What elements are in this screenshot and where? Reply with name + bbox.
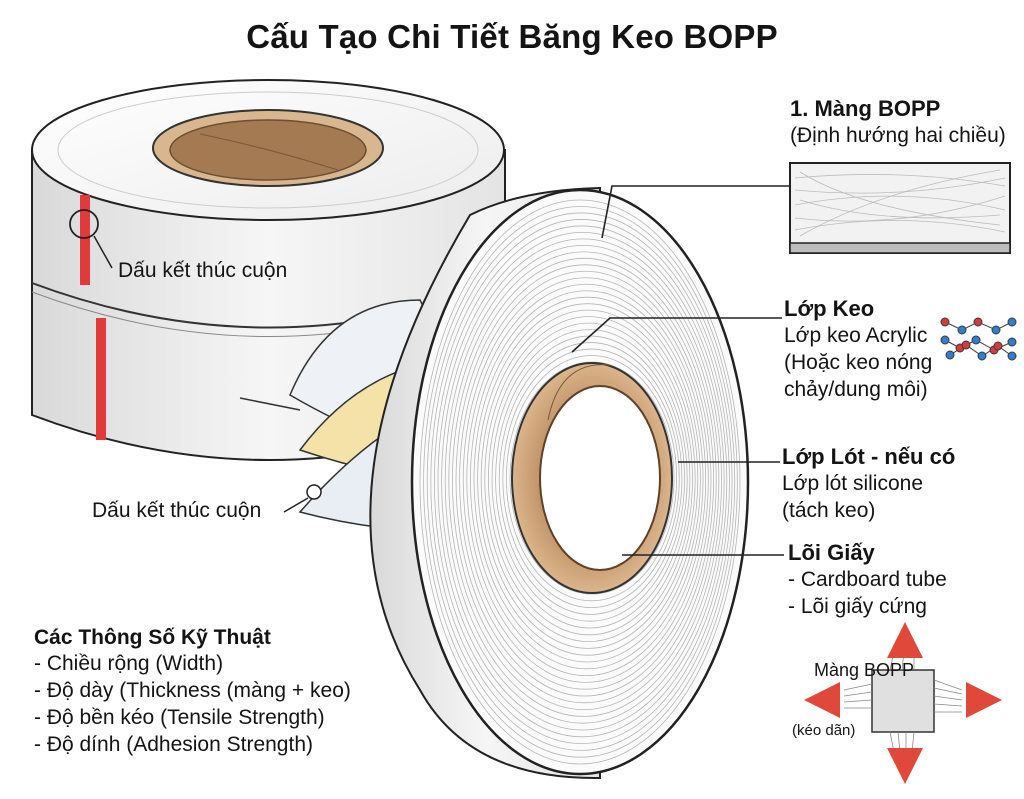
end-mark-label-bottom: Dấu kết thúc cuộn [92,499,262,522]
winding-ring [466,283,707,677]
layer-adhesive: Lớp Keo Lớp keo Acrylic (Hoặc keo nóng c… [784,296,932,403]
layer-adhesive-line: (Hoặc keo nóng [784,351,933,374]
back-tape-roll [31,79,506,461]
layer-liner-heading: Lớp Lót - nếu có [782,444,956,469]
winding-ring [480,309,696,649]
winding-ring [426,212,736,751]
winding-ring [448,251,720,711]
winding-ring [419,199,741,765]
layer-core-line: - Lõi giấy cứng [788,595,927,618]
layer-bopp: 1. Màng BOPP (Định hướng hai chiều) [790,96,1006,149]
layer-adhesive-line: Lớp keo Acrylic [784,324,928,347]
winding-ring [484,316,693,643]
winding-ring [506,355,678,602]
page-title: Cấu Tạo Chi Tiết Băng Keo BOPP [246,18,778,55]
main-tape-roll [369,186,750,780]
end-mark-stripe-top [80,195,90,285]
spec-item: - Chiều rộng (Width) [34,652,224,675]
winding-ring [423,206,738,758]
winding-ring [487,322,691,636]
spec-item: - Độ dính (Adhesion Strength) [34,733,313,756]
end-mark-circle-top [69,209,99,239]
winding-ring [462,277,709,683]
layer-core-heading: Lõi Giấy [788,540,875,565]
layer-core-line: - Cardboard tube [788,568,947,591]
layer-core: Lõi Giấy - Cardboard tube - Lõi giấy cứn… [788,540,947,620]
winding-ring [437,232,728,731]
winding-ring [441,238,725,724]
spec-item: - Độ dày (Thickness (màng + keo) [34,679,351,702]
specs-block: Các Thông Số Kỹ Thuật - Chiều rộng (Widt… [34,626,351,758]
layer-bopp-line: (Định hướng hai chiều) [790,124,1006,147]
end-mark-circle-bottom [306,484,322,500]
end-mark-stripe-bottom [96,318,106,440]
winding-ring [433,225,730,738]
layer-adhesive-line: chảy/dung môi) [784,378,928,401]
winding-ring [430,219,733,744]
winding-ring [452,257,717,704]
stretch-diagram [804,622,1002,784]
stretch-label: Màng BOPP [814,660,915,680]
winding-ring [459,270,712,690]
specs-title: Các Thông Số Kỹ Thuật [34,626,271,649]
leader-lines [571,185,790,556]
stretch-sublabel: (kéo dãn) [792,722,856,739]
end-mark-label-top: Dấu kết thúc cuộn [118,259,288,282]
layer-adhesive-heading: Lớp Keo [784,296,875,321]
layer-liner: Lớp Lót - nếu có Lớp lót silicone (tách … [782,444,955,524]
bopp-film-inset [789,162,1011,254]
winding-ring [473,296,701,663]
layer-liner-line: Lớp lót silicone [782,472,924,495]
winding-ring [502,348,680,609]
winding-ring [455,264,715,697]
winding-ring [491,329,688,629]
layer-liner-line: (tách keo) [782,499,876,522]
molecule-icon [940,317,1017,361]
spec-item: - Độ bền kéo (Tensile Strength) [34,706,325,729]
winding-ring [477,303,699,656]
winding-ring [498,342,683,615]
layer-bopp-heading: 1. Màng BOPP [790,96,941,121]
winding-ring [469,290,704,670]
winding-ring [444,244,722,717]
